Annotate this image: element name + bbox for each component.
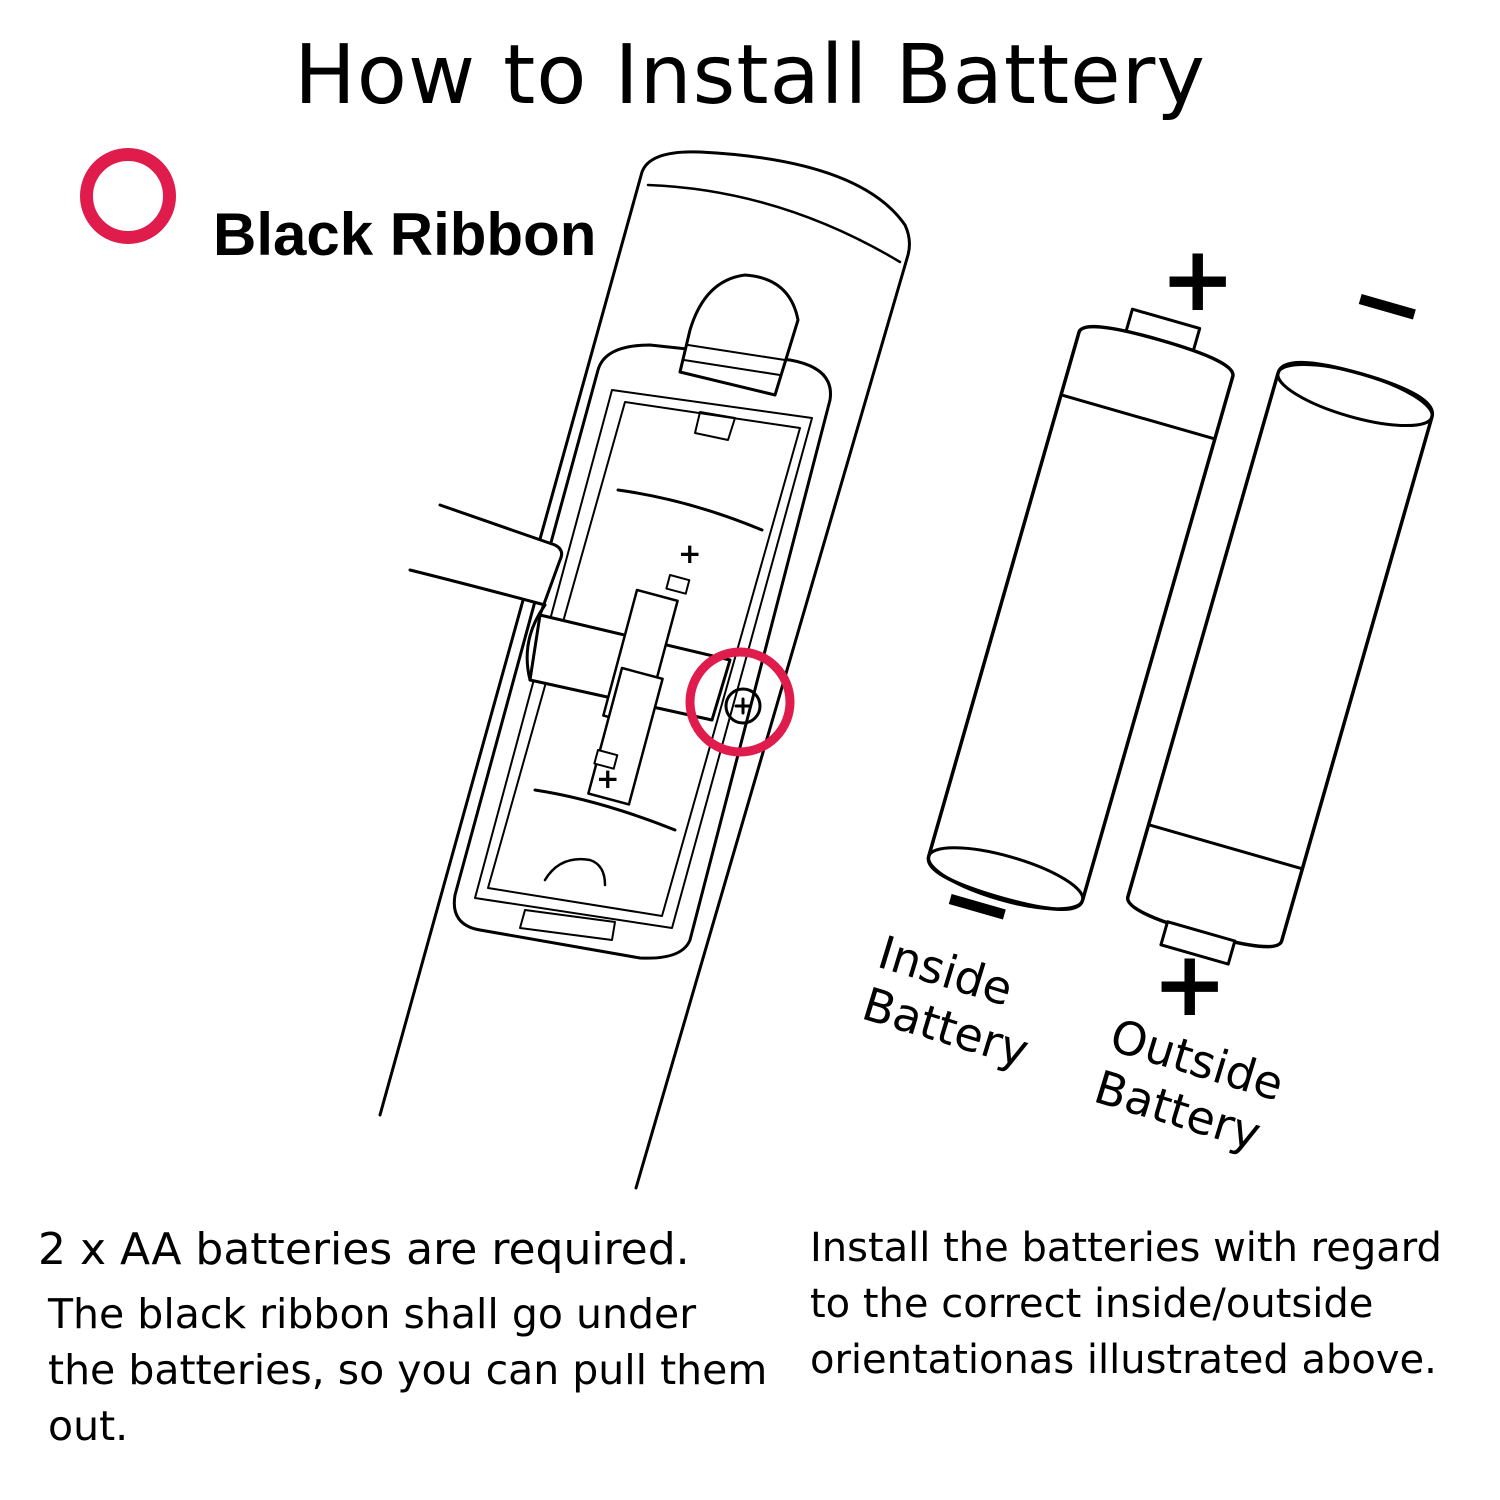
- compartment-inner-2: [487, 401, 801, 917]
- ring-marker-icon: [685, 647, 795, 757]
- caption-right-line2: to the correct inside/outside: [810, 1281, 1374, 1327]
- inside-battery-top-sign: +: [1160, 227, 1236, 332]
- caption-left-line4: out.: [48, 1402, 129, 1450]
- compartment-plus-bottom: +: [596, 762, 620, 795]
- caption-left-line2: The black ribbon shall go under: [48, 1290, 697, 1338]
- outside-battery-bottom-sign: +: [1152, 932, 1228, 1037]
- caption-left-line1: 2 x AA batteries are required.: [38, 1224, 690, 1275]
- caption-right-line3: orientationas illustrated above.: [810, 1337, 1437, 1383]
- compartment-plus-top: +: [678, 537, 702, 570]
- remote-body: [378, 150, 911, 1190]
- remote-top-edge: [646, 183, 902, 264]
- compartment-inner: [474, 389, 813, 929]
- caption-right-line1: Install the batteries with regard: [810, 1225, 1442, 1271]
- outside-battery-cap: [1159, 920, 1237, 966]
- caption-left-line3: the batteries, so you can pull them: [48, 1346, 768, 1394]
- screw-icon: [724, 687, 762, 725]
- compartment-outer: [452, 343, 832, 960]
- page-title: How to Install Battery: [294, 28, 1206, 123]
- latch: [678, 273, 800, 397]
- legend-label: Black Ribbon: [213, 201, 597, 268]
